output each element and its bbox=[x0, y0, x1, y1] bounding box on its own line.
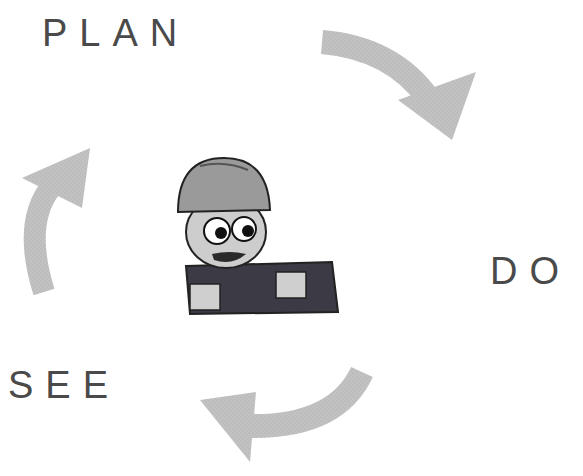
stage-label: DO bbox=[490, 252, 571, 290]
cycle-arrow bbox=[22, 148, 90, 292]
cycle-arrow bbox=[322, 42, 476, 140]
cycle-arrow bbox=[200, 372, 362, 462]
stage-label: SEE bbox=[8, 366, 120, 404]
cartoon-character bbox=[178, 158, 338, 314]
stage-label: PLAN bbox=[42, 14, 189, 52]
